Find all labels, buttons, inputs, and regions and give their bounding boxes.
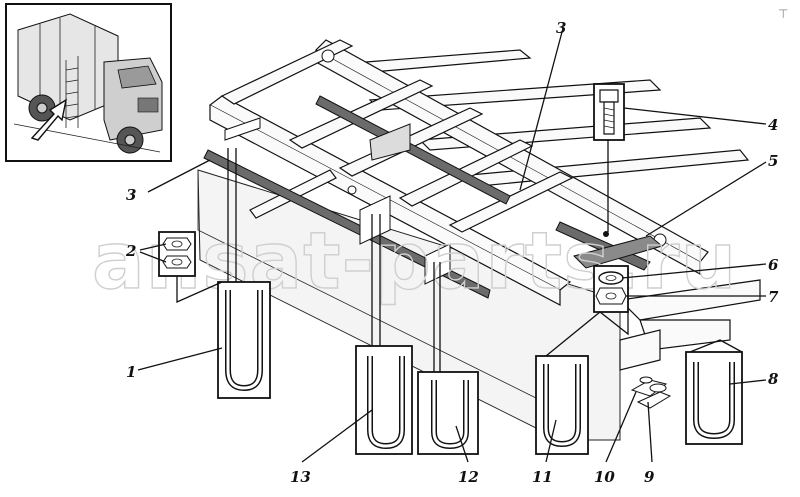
label-13: 13: [290, 468, 311, 486]
u-bolt-icon: [225, 290, 263, 392]
u-bolt-box-12: [417, 371, 479, 455]
truck-inset-icon: [13, 13, 163, 154]
bolt-box: [593, 83, 625, 141]
u-bolt-icon: [543, 364, 581, 448]
label-4: 4: [768, 116, 778, 134]
u-bolt-box-11: [535, 355, 589, 455]
label-3-top: 3: [556, 19, 566, 37]
small-parts: [630, 376, 672, 409]
label-1: 1: [126, 363, 136, 381]
u-bolt-box-8: [685, 351, 743, 445]
corner-mark: ⊤: [778, 7, 788, 21]
frame-assembly: [197, 39, 761, 441]
nut-pair: [158, 231, 196, 277]
label-3-left: 3: [126, 186, 136, 204]
washer-nut-box: [593, 265, 629, 313]
nut-icon: [162, 237, 192, 269]
washer-icon: [598, 271, 624, 285]
label-9: 9: [644, 468, 655, 486]
u-bolt-box-1: [217, 281, 271, 399]
u-bolt-icon: [367, 356, 405, 450]
label-2: 2: [125, 242, 136, 260]
nut-icon: [595, 287, 627, 305]
label-6: 6: [768, 256, 779, 274]
callout-labels: 1 2 3 3 4 5 6 7 8 9 10 11 12 13: [125, 19, 779, 486]
u-bolt-icon: [693, 362, 735, 440]
truck-inset: [5, 3, 172, 162]
label-12: 12: [458, 468, 479, 486]
bolt-icon: [599, 89, 619, 135]
u-bolt-box-13: [355, 345, 413, 455]
label-10: 10: [594, 468, 615, 486]
u-bolt-icon: [431, 380, 469, 450]
label-5: 5: [768, 152, 778, 170]
label-7: 7: [768, 288, 779, 306]
arrow-icon: [30, 98, 68, 141]
label-8: 8: [768, 370, 779, 388]
leader-lines: [137, 31, 767, 463]
label-11: 11: [532, 468, 553, 486]
